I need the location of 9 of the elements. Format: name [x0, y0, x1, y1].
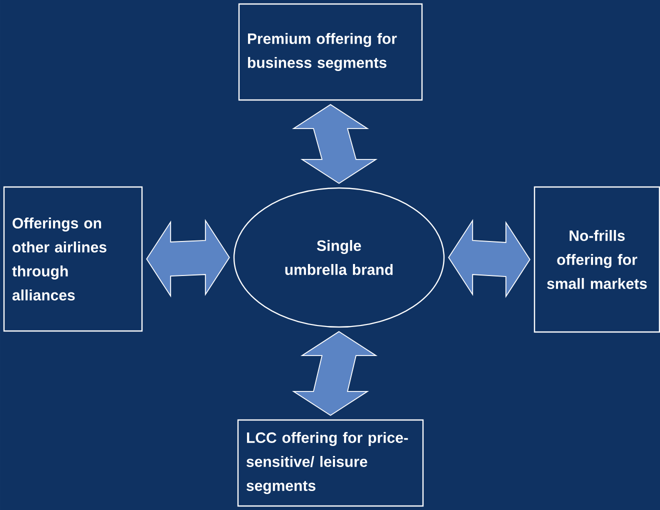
text-box: No-frills offering for small markets: [534, 186, 660, 333]
ellipse-node: Single umbrella brand: [233, 187, 445, 328]
text-box: Offerings on other airlines through alliances: [3, 186, 143, 332]
double-arrow: [292, 331, 378, 416]
double-arrow: [448, 218, 530, 298]
text-box: LCC offering for price-sensitive/ leisure segments: [237, 419, 424, 507]
double-arrow: [292, 104, 378, 184]
text-box: Premium offering for business segments: [238, 3, 423, 101]
double-arrow: [146, 218, 230, 298]
